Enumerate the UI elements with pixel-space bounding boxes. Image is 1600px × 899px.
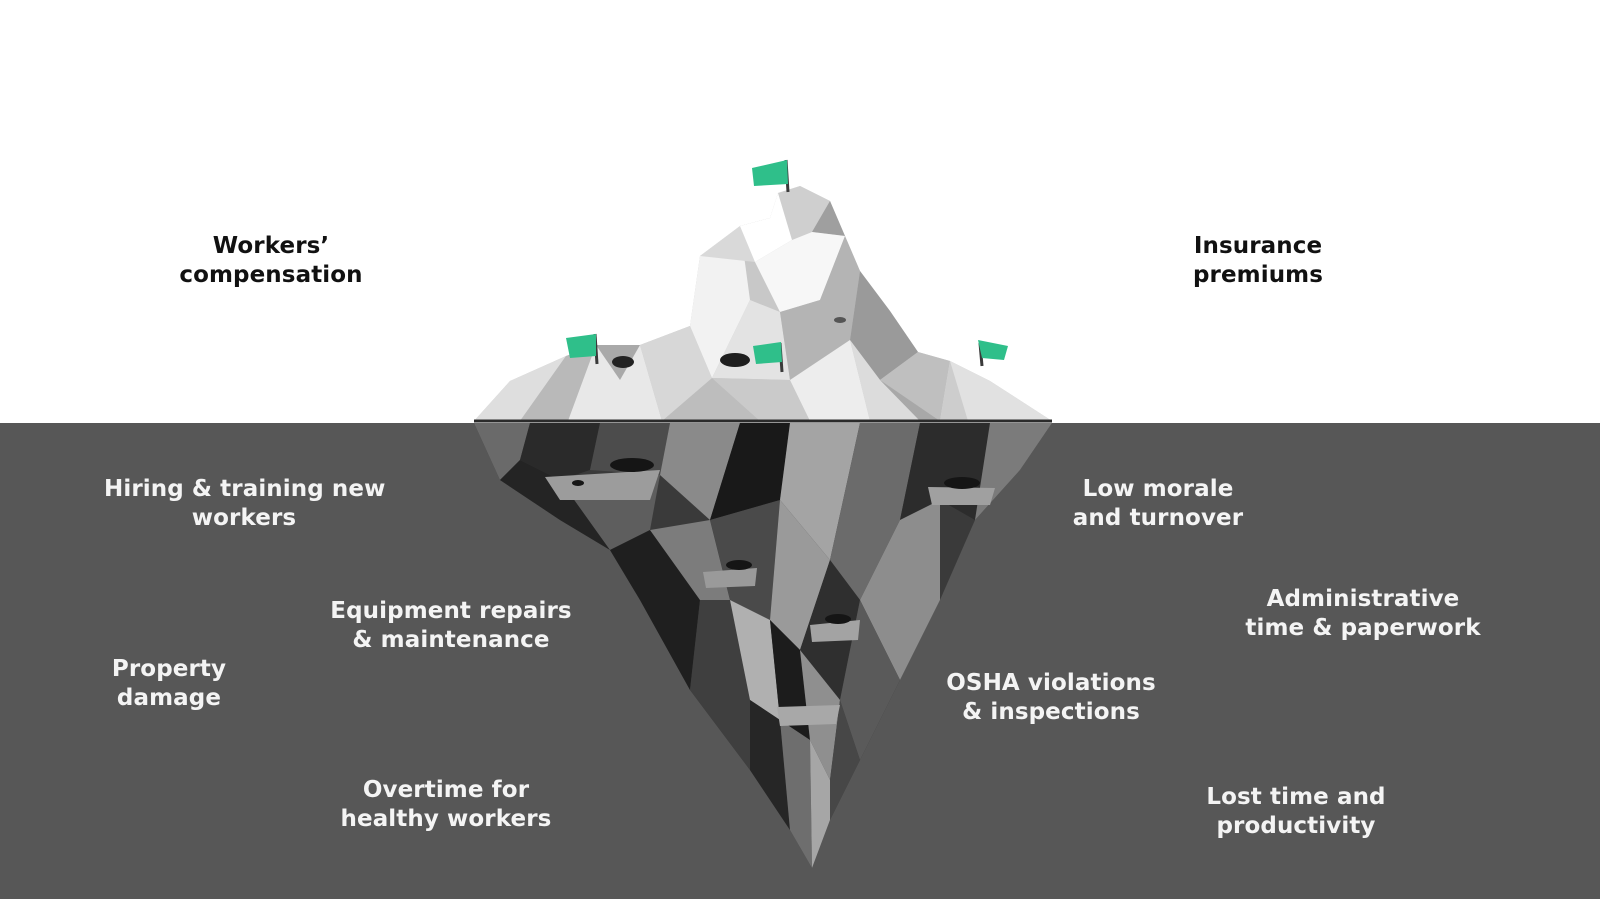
label-lost-time: Lost time and productivity: [1191, 783, 1401, 841]
flag-icon: [978, 340, 1008, 367]
label-line: Workers’: [212, 233, 330, 259]
label-insurance-premiums: Insurance premiums: [1158, 232, 1358, 290]
label-line: OSHA violations: [946, 670, 1156, 696]
label-line: premiums: [1192, 262, 1324, 288]
label-property-damage: Property damage: [99, 655, 239, 713]
label-line: Low morale: [1082, 476, 1234, 502]
label-line: and turnover: [1072, 505, 1244, 531]
label-workers-compensation: Workers’ compensation: [171, 232, 371, 290]
label-line: damage: [116, 685, 222, 711]
label-line: Overtime for: [362, 777, 530, 803]
label-line: Insurance: [1193, 233, 1323, 259]
label-low-morale: Low morale and turnover: [1053, 475, 1263, 533]
flag-icon: [753, 342, 784, 373]
label-line: Lost time and: [1206, 784, 1386, 810]
label-line: productivity: [1216, 813, 1376, 839]
label-osha: OSHA violations & inspections: [926, 669, 1176, 727]
label-overtime: Overtime for healthy workers: [331, 776, 561, 834]
label-line: compensation: [179, 262, 363, 288]
label-administrative: Administrative time & paperwork: [1233, 585, 1493, 643]
flag-icon: [752, 159, 790, 193]
label-equipment-repairs: Equipment repairs & maintenance: [321, 597, 581, 655]
label-line: time & paperwork: [1245, 615, 1481, 641]
iceberg-tip: [474, 186, 1052, 423]
label-line: Hiring & training new: [104, 476, 386, 502]
label-hiring-training: Hiring & training new workers: [104, 475, 386, 533]
flag-icon: [566, 333, 599, 365]
label-line: Property: [111, 656, 227, 682]
label-line: healthy workers: [340, 806, 552, 832]
label-line: Administrative: [1266, 586, 1460, 612]
iceberg-underwater: [474, 423, 1052, 868]
label-line: & inspections: [962, 699, 1140, 725]
label-line: & maintenance: [352, 627, 550, 653]
label-line: Equipment repairs: [330, 598, 572, 624]
label-line: workers: [191, 505, 297, 531]
